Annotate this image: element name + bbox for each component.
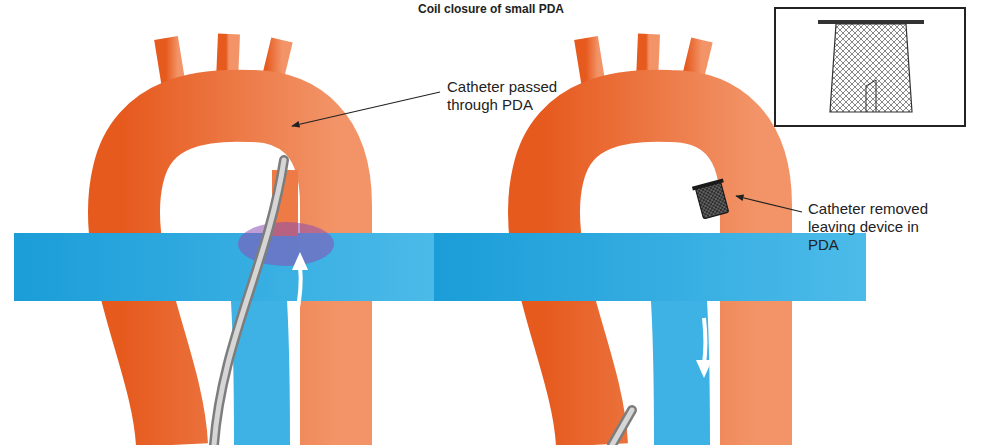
- leader-line: [292, 92, 440, 126]
- leader-line: [736, 196, 802, 212]
- flow-arrowhead: [696, 360, 712, 378]
- inset-frame: [775, 8, 965, 126]
- diagram-title: Coil closure of small PDA: [291, 2, 691, 16]
- catheter: [612, 410, 632, 445]
- catheter-highlight: [612, 410, 632, 445]
- flow-arrow: [296, 266, 301, 318]
- device-hub: [866, 80, 876, 112]
- device-mesh-body: [830, 24, 912, 112]
- closure-device: [692, 178, 732, 219]
- shunt-flow: [238, 222, 334, 266]
- left-panel: [14, 34, 446, 445]
- device-flange: [692, 178, 724, 190]
- device-inset: [775, 8, 965, 126]
- flow-arrow: [704, 318, 706, 364]
- callout-label: Catheter passed through PDA: [447, 78, 577, 114]
- flow-arrowhead: [292, 252, 308, 270]
- catheter-highlight: [214, 160, 284, 445]
- vessels: [14, 34, 446, 445]
- catheter: [214, 160, 284, 445]
- callout-label: Catheter removed leaving device in PDA: [808, 200, 946, 254]
